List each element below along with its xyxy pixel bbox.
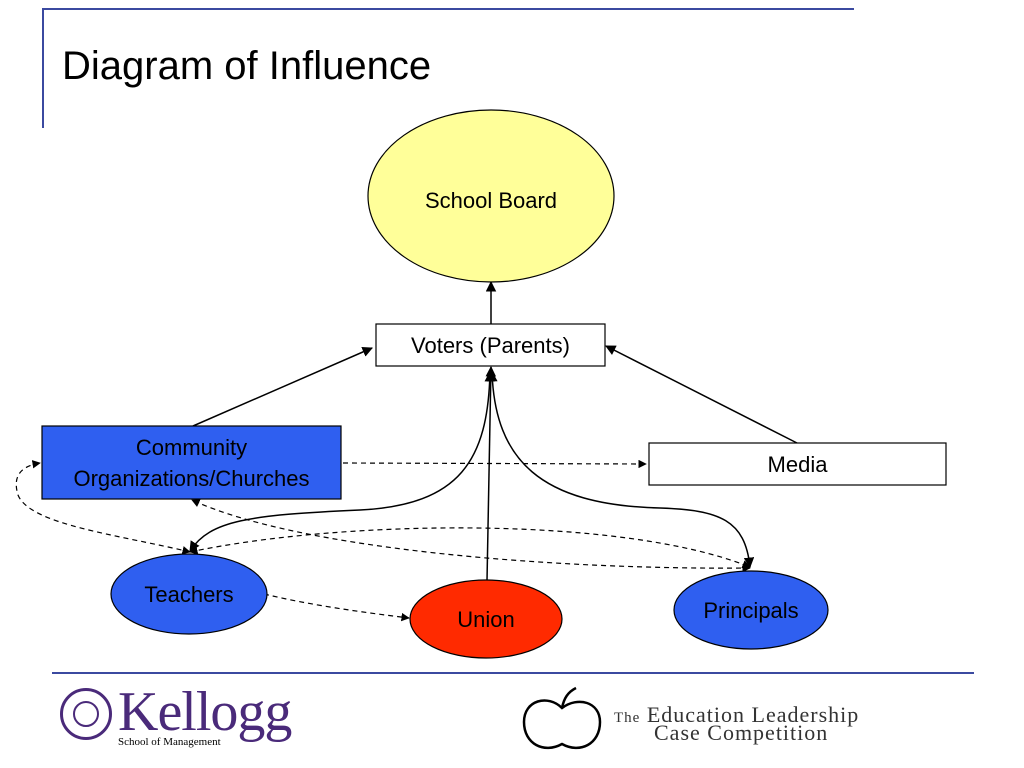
slide-title: Diagram of Influence (62, 44, 432, 88)
elc-title-line1: The Education Leadership (614, 702, 859, 728)
node-voters-label: Voters (Parents) (411, 333, 570, 358)
edge-teachers-to-community (15, 460, 191, 555)
apple-icon (522, 686, 602, 750)
edge-media-to-voters (605, 345, 798, 444)
elc-the: The (614, 710, 641, 726)
kellogg-logo: Kellogg School of Management (60, 681, 300, 752)
edge-teachers-to-principals (189, 527, 751, 569)
elc-title-line2: Case Competition (654, 720, 829, 745)
node-voters-shape (375, 323, 606, 367)
node-community-shape (41, 425, 342, 500)
title-frame-left-rule (42, 8, 44, 128)
node-teachers-shape (110, 553, 268, 635)
elc-line1-text: Education Leadership (646, 702, 860, 727)
edge-teachers-to-union (263, 593, 410, 622)
node-principals-label: Principals (703, 598, 799, 623)
node-principals-shape (673, 570, 829, 650)
title-frame-top-rule (42, 8, 854, 10)
node-media-label: Media (767, 452, 828, 477)
edge-community-to-voters (192, 346, 373, 427)
kellogg-wordmark: Kellogg (118, 681, 292, 743)
edge-community-to-media (342, 459, 647, 469)
node-union-shape (409, 579, 563, 659)
education-leadership-logo: The Education Leadership Case Competitio… (518, 686, 958, 756)
kellogg-subtitle: School of Management (118, 736, 221, 748)
node-school-board-shape (367, 109, 615, 283)
node-community-label-line2: Organizations/Churches (73, 466, 310, 491)
footer-rule (52, 672, 974, 674)
northwestern-seal-icon (60, 688, 112, 740)
node-school-board-label: School Board (424, 188, 558, 213)
edge-principals-to-community (191, 499, 751, 573)
node-teachers-label: Teachers (144, 582, 234, 607)
node-community-label-line1: Community (135, 435, 248, 460)
node-media-shape (648, 442, 947, 486)
node-union-label: Union (457, 607, 515, 632)
